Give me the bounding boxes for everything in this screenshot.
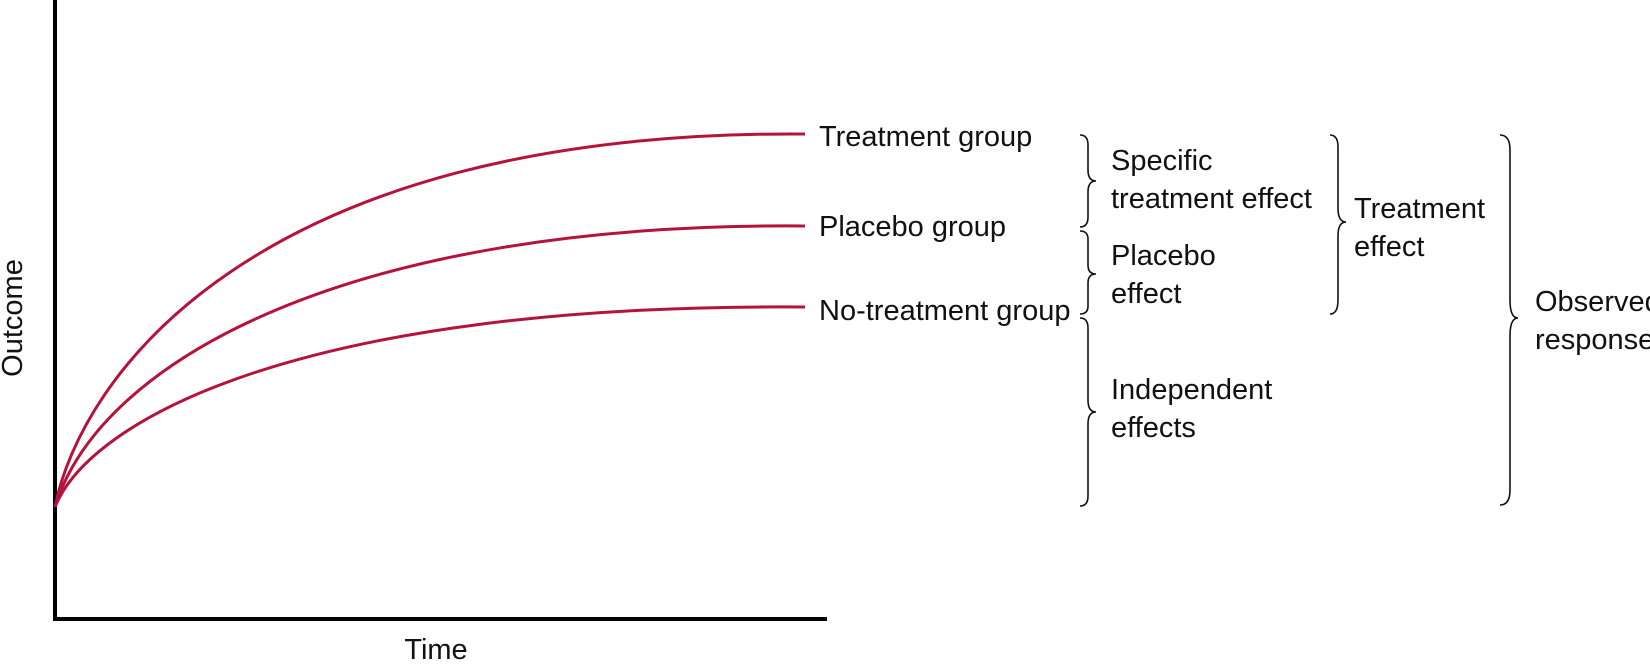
- treatment-effect-label-line2: effect: [1354, 231, 1424, 263]
- y-axis-label: Outcome: [0, 259, 29, 377]
- effect-braces: [1079, 134, 1097, 507]
- independent-effects-label-line2: effects: [1111, 412, 1196, 444]
- placebo-group-label: Placebo group: [819, 211, 1006, 243]
- observed-response-brace: [1499, 134, 1519, 506]
- placebo-effect-label-line1: Placebo: [1111, 240, 1216, 272]
- group-curves: [53, 132, 806, 508]
- placebo-group-curve: [53, 224, 806, 508]
- independent-effects-label-line1: Independent: [1111, 374, 1272, 406]
- observed-response-label-line2: response: [1535, 324, 1650, 356]
- specific-effect-brace: [1079, 134, 1097, 228]
- specific-effect-label-line1: Specific: [1111, 145, 1213, 177]
- axes: [53, 0, 827, 621]
- placebo-effect-label-line2: effect: [1111, 278, 1181, 310]
- no-treatment-group-label: No-treatment group: [819, 295, 1070, 327]
- no-treatment-group-curve: [53, 305, 806, 508]
- treatment-group-label: Treatment group: [819, 121, 1032, 153]
- observed-response-label-line1: Observed: [1535, 286, 1650, 318]
- x-axis-label: Time: [404, 634, 467, 664]
- treatment-group-curve: [53, 132, 806, 508]
- independent-effects-brace: [1079, 317, 1097, 507]
- placebo-effect-brace: [1079, 230, 1097, 315]
- specific-effect-label-line2: treatment effect: [1111, 183, 1312, 215]
- treatment-effect-brace: [1329, 134, 1347, 315]
- treatment-effect-label-line1: Treatment: [1354, 193, 1485, 225]
